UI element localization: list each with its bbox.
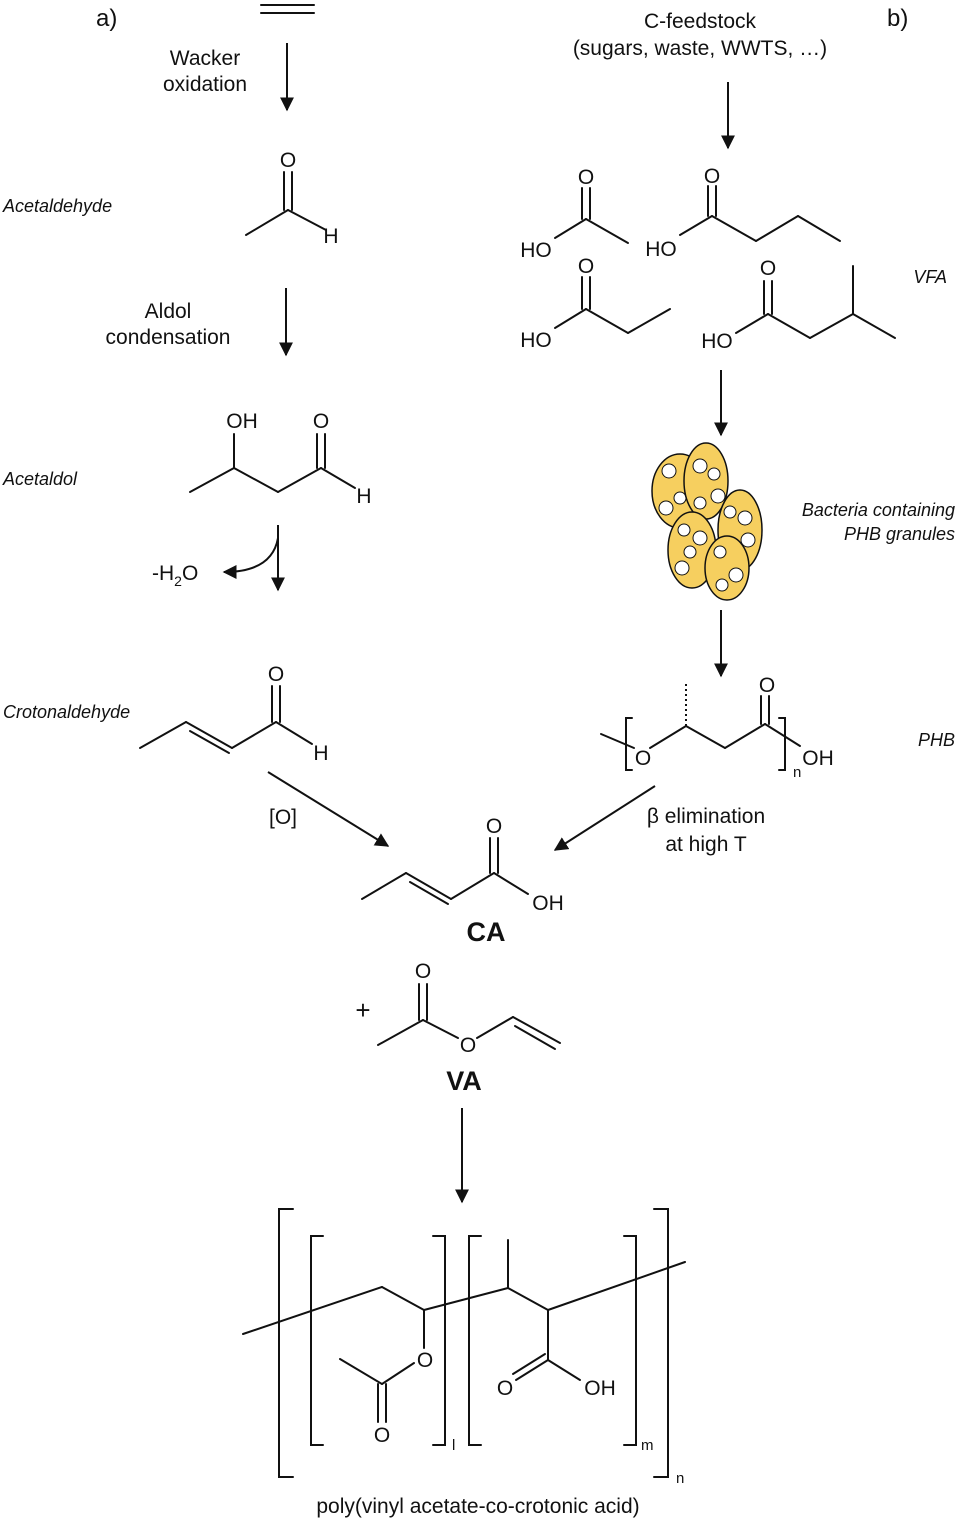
atom-ho: HO — [645, 238, 677, 261]
feedstock-label-line1: C-feedstock — [644, 10, 757, 33]
wacker-label-line1: Wacker — [170, 47, 240, 70]
isovaleric-acid-structure — [735, 265, 896, 339]
atom-o: O — [759, 674, 775, 697]
atom-oh: OH — [226, 410, 258, 433]
crotonaldehyde-structure — [139, 685, 313, 754]
crotonaldehyde-label: Crotonaldehyde — [3, 702, 130, 722]
copolymer-structure — [242, 1208, 686, 1478]
subscript-n: n — [793, 764, 801, 781]
acetaldol-structure — [189, 433, 356, 493]
atom-o: O — [460, 1034, 476, 1057]
atom-o: O — [374, 1424, 390, 1447]
elimination-label-line2: at high T — [665, 833, 747, 856]
acetic-acid-structure — [554, 187, 629, 244]
plus-sign: + — [355, 995, 370, 1025]
ca-label: CA — [467, 917, 506, 947]
subscript-l: l — [452, 1437, 455, 1454]
atom-o: O — [280, 149, 296, 172]
atom-ho: HO — [520, 329, 552, 352]
va-label: VA — [446, 1066, 482, 1096]
atom-o: O — [578, 255, 594, 278]
arrow-oxidation — [267, 771, 390, 847]
arrow-water-loss — [222, 537, 279, 579]
acetaldehyde-label: Acetaldehyde — [2, 196, 112, 216]
panel-b-label: b) — [887, 5, 908, 32]
acetaldol-label: Acetaldol — [2, 469, 78, 489]
atom-oh: OH — [584, 1377, 616, 1400]
atom-o: O — [635, 747, 651, 770]
atom-h: H — [313, 742, 328, 765]
atom-o: O — [704, 165, 720, 188]
bacteria-illustration — [651, 442, 763, 601]
atom-o: O — [415, 960, 431, 983]
atom-o: O — [313, 410, 329, 433]
water-loss-label: -H2O — [152, 562, 198, 589]
atom-h: H — [356, 485, 371, 508]
aldol-label-line2: condensation — [106, 326, 231, 349]
butyric-acid-structure — [679, 185, 841, 242]
atom-ho: HO — [701, 330, 733, 353]
arrow-elimination — [553, 785, 656, 851]
atom-o: O — [486, 815, 502, 838]
panel-a-label: a) — [96, 5, 117, 32]
subscript-n: n — [676, 1470, 684, 1487]
crotonic-acid-structure — [361, 837, 529, 905]
atom-o: O — [760, 257, 776, 280]
ethylene-structure — [260, 4, 315, 14]
feedstock-label-line2: (sugars, waste, WWTS, …) — [573, 37, 827, 60]
acetaldehyde-structure — [245, 171, 327, 236]
phb-structure — [600, 683, 801, 771]
atom-o: O — [417, 1349, 433, 1372]
atom-ho: HO — [520, 239, 552, 262]
atom-oh: OH — [802, 747, 834, 770]
bacterium-cell — [704, 535, 750, 601]
phb-label: PHB — [918, 730, 955, 750]
propionic-acid-structure — [554, 276, 671, 334]
atom-oh: OH — [532, 892, 564, 915]
elimination-label-line1: β elimination — [647, 805, 765, 828]
bacteria-label-line2: PHB granules — [844, 524, 955, 544]
bacteria-label-line1: Bacteria containing — [802, 500, 955, 520]
vfa-label: VFA — [913, 267, 947, 287]
vinyl-acetate-structure — [377, 983, 561, 1050]
wacker-label-line2: oxidation — [163, 73, 247, 96]
atom-h: H — [323, 225, 338, 248]
atom-o: O — [578, 166, 594, 189]
copolymer-label: poly(vinyl acetate-co-crotonic acid) — [316, 1495, 639, 1518]
atom-o: O — [268, 663, 284, 686]
atom-o: O — [497, 1377, 513, 1400]
aldol-label-line1: Aldol — [145, 300, 192, 323]
subscript-m: m — [641, 1437, 654, 1454]
oxidation-label: [O] — [269, 806, 297, 829]
